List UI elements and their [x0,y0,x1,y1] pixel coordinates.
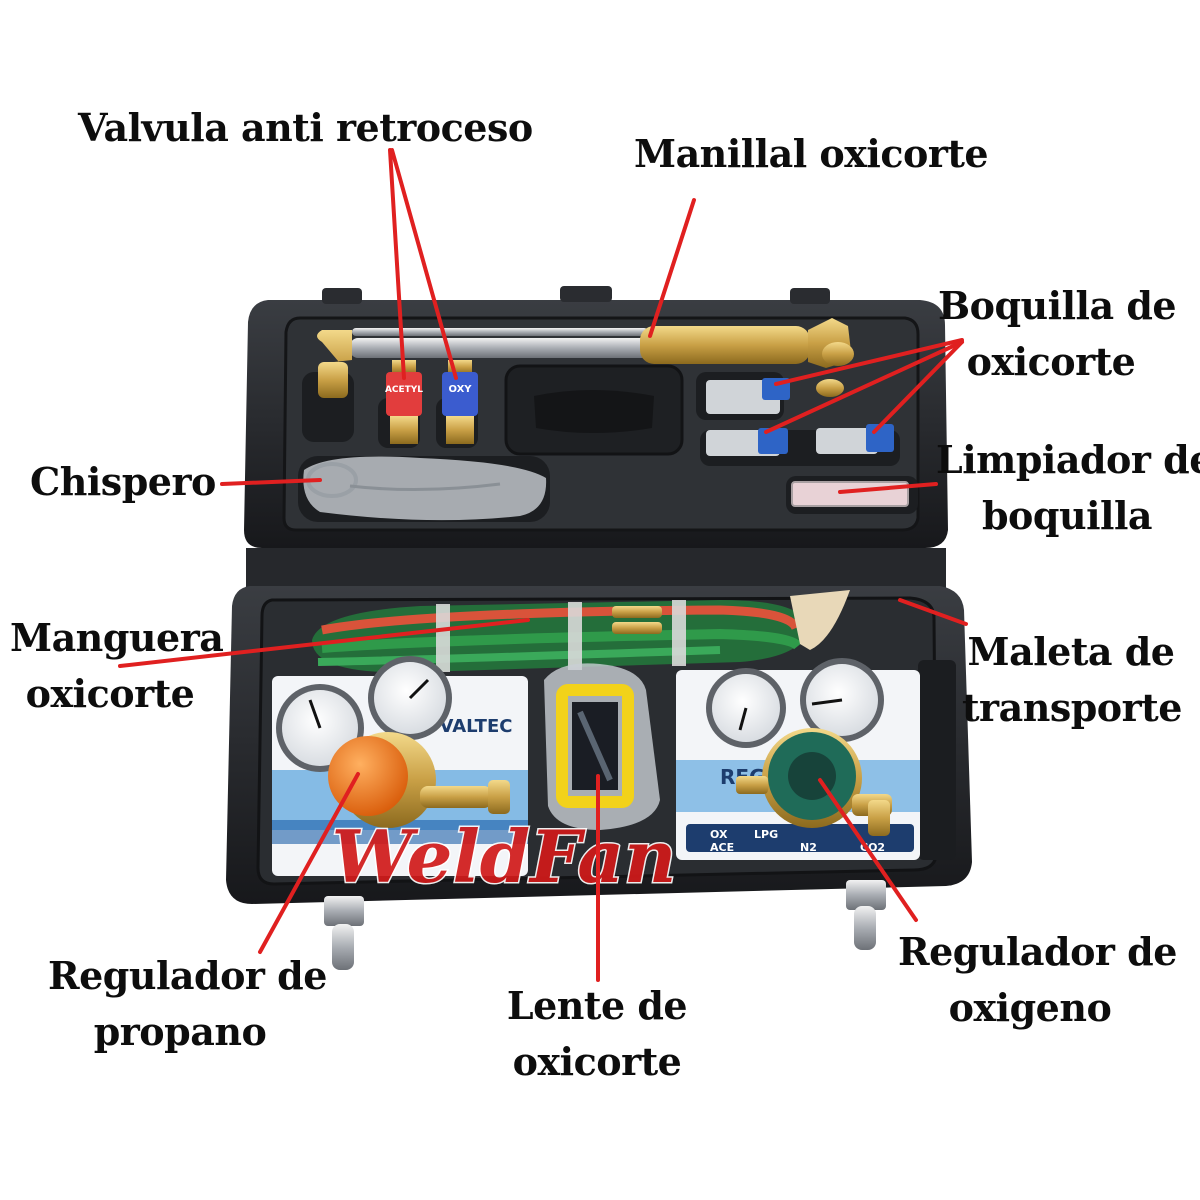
line-valvula-right [390,148,458,380]
label-regulador-de-propano: Regulador de propano [48,948,327,1060]
line-manillal [648,198,696,338]
label-reg-oxigeno-line1: Regulador de [898,929,1177,974]
valve-left-text: ACETYL [385,385,423,395]
label-manillal-text: Manillal oxicorte [634,131,989,176]
label-chispero-text: Chispero [30,459,216,504]
label-boquilla-line1: Boquilla de [938,283,1177,328]
watermark-text: WeldFan [332,814,677,899]
line-chispero [220,478,322,486]
propane-box-brand: VALTEC [440,716,513,737]
label-boquilla-line2: oxicorte [966,339,1136,384]
welding-lens [544,663,660,830]
line-reg-propano [258,772,360,954]
label-valvula-anti-retroceso: Valvula anti retroceso [78,100,533,156]
label-maleta-line1: Maleta de [967,629,1175,674]
line-boquilla-3 [872,340,964,434]
label-regulador-de-oxigeno: Regulador de oxigeno [898,924,1177,1036]
label-lente-line2: oxicorte [512,1039,682,1084]
label-manguera-line2: oxicorte [25,671,195,716]
line-maleta [898,598,968,626]
flashback-valves: ACETYL OXY [385,360,478,444]
label-lente-line1: Lente de [506,983,688,1028]
label-manguera-oxicorte: Manguera oxicorte [10,610,224,722]
line-reg-oxigeno [818,778,918,922]
label-valvula-text: Valvula anti retroceso [78,105,533,150]
case-latches [324,880,886,970]
label-limpiador-de-boquilla: Limpiador de boquilla [936,432,1200,544]
label-manillal-oxicorte: Manillal oxicorte [634,126,989,182]
gas-type-ace: ACE [710,841,734,854]
line-limpiador [838,482,938,494]
gas-type-lpg: LPG [754,828,778,841]
annotation-lines [118,148,968,982]
label-lente-de-oxicorte: Lente de oxicorte [492,978,702,1090]
label-limpiador-line2: boquilla [981,493,1153,538]
label-reg-oxigeno-line2: oxigeno [948,985,1112,1030]
line-boquilla-1 [774,338,964,386]
cutting-torch [317,318,854,398]
hose-coil [312,590,850,673]
gas-type-ox: OX [710,828,728,841]
line-valvula-left [388,148,406,380]
label-maleta-de-transporte: Maleta de transporte [962,624,1182,736]
valve-right-text: OXY [448,384,472,395]
label-limpiador-line1: Limpiador de [936,437,1200,482]
gas-type-n2: N2 [800,841,817,854]
label-chispero: Chispero [30,454,216,510]
label-reg-propano-line1: Regulador de [48,953,327,998]
line-boquilla-2 [764,340,964,434]
line-manguera [118,618,530,668]
label-manguera-line1: Manguera [10,615,224,660]
label-reg-propano-line2: propano [93,1009,267,1054]
label-maleta-line2: transporte [962,685,1182,730]
tip-cleaner [791,481,909,507]
label-boquilla-de-oxicorte: Boquilla de oxicorte [938,278,1177,390]
